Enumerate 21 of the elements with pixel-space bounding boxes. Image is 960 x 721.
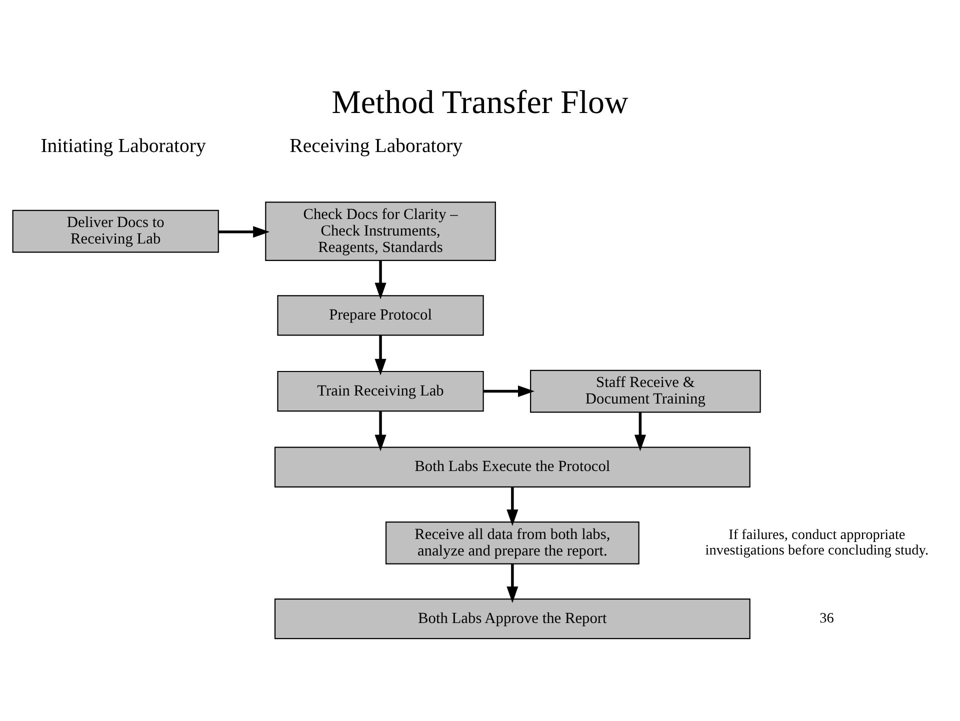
node-box: Check Docs for Clarity – Check Instruments, Reagents, Standards [265,202,496,262]
arrow [218,226,270,238]
node-box: Staff Receive & Document Training [530,370,761,413]
arrow [506,487,518,526]
arrow [374,411,386,452]
label: If failures, conduct appropriate investigations before concluding study. [705,527,929,558]
arrow [634,412,646,452]
node-box: Deliver Docs to Receiving Lab [12,210,219,253]
arrow [483,386,535,398]
arrow [506,564,518,603]
node-box: Both Labs Approve the Report [274,598,750,640]
arrow [374,335,386,376]
node-box: Prepare Protocol [277,295,484,336]
label: Receiving Laboratory [290,135,463,158]
node-box: Train Receiving Lab [277,370,484,412]
label: Initiating Laboratory [40,135,206,158]
label: 36 [820,610,834,627]
node-box: Receive all data from both labs, analyze and prepare the report. [385,522,640,564]
diagram-title: Method Transfer Flow [332,85,628,122]
arrow [374,260,386,300]
node-box: Both Labs Execute the Protocol [274,446,750,488]
